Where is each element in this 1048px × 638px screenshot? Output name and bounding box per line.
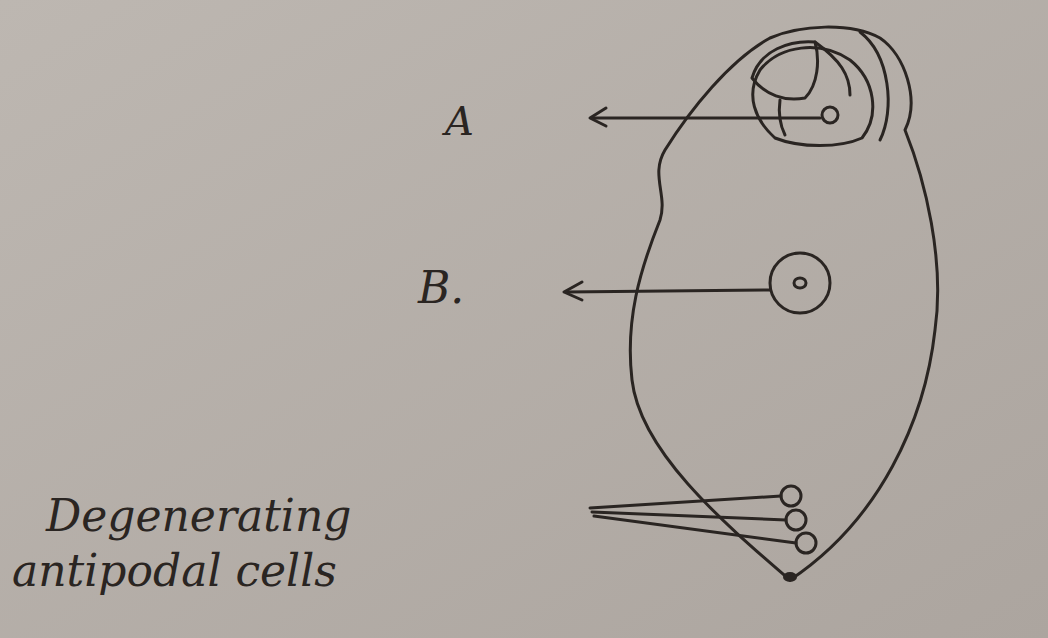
sac-inner-wall: [860, 32, 888, 140]
nucleolus: [794, 278, 806, 288]
arrow-head: [564, 282, 582, 300]
leader-line: [566, 290, 770, 292]
egg-nucleus: [822, 107, 838, 123]
arrow-head: [590, 108, 606, 126]
micropylar-dot: [783, 572, 797, 582]
egg-cell-outline: [753, 48, 873, 146]
synergid-outline: [752, 42, 818, 99]
synergid-wall: [815, 42, 850, 95]
callout-letter: A: [445, 96, 525, 146]
leader-line: [592, 117, 820, 120]
leader-line: [590, 496, 781, 508]
antipodal-cell: [781, 486, 801, 506]
leader-line: [594, 516, 796, 543]
secondary-nucleus: [770, 253, 830, 313]
embryo-sac-outline: [630, 27, 937, 580]
antipodal-cell: [786, 510, 806, 530]
antipodal-cell: [796, 533, 816, 553]
callout-letter: B.: [418, 260, 528, 315]
part-label: Degenerating antipodal cells: [12, 488, 432, 598]
